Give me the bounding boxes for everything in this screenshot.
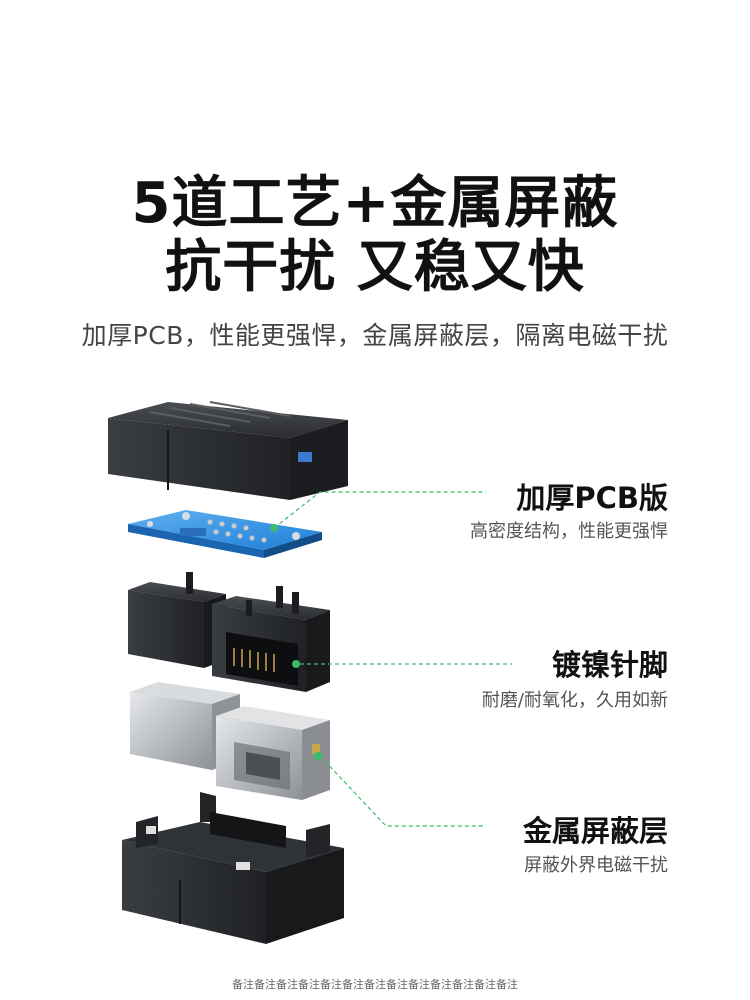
headline-line-1: 5道工艺+金属屏蔽 xyxy=(131,171,619,236)
leader-dot-pcb xyxy=(270,524,278,532)
callout-desc-shield: 屏蔽外界电磁干扰 xyxy=(524,855,668,876)
callout-desc-pins: 耐磨/耐氧化，久用如新 xyxy=(481,690,668,711)
footnote: 备注备注备注备注备注备注备注备注备注备注备注备注备注 xyxy=(232,978,518,991)
pcb-board xyxy=(128,510,322,558)
subtitle: 加厚PCB，性能更强悍，金属屏蔽层，隔离电磁干扰 xyxy=(81,321,669,350)
rj45-jacks-dark xyxy=(128,572,330,692)
leader-line-shield xyxy=(319,755,486,827)
callout-title-shield: 金属屏蔽层 xyxy=(522,814,668,848)
top-housing-cap xyxy=(108,401,348,500)
bottom-housing xyxy=(122,792,344,944)
headline-line-2: 抗干扰 又稳又快 xyxy=(165,235,585,300)
callout-title-pcb: 加厚PCB版 xyxy=(516,481,668,515)
metal-shields xyxy=(130,682,330,800)
callout-title-pins: 镀镍针脚 xyxy=(551,648,668,682)
callout-desc-pcb: 高密度结构，性能更强悍 xyxy=(470,521,668,542)
callout-leader-lines xyxy=(273,491,512,827)
leader-line-pcb xyxy=(273,491,486,529)
leader-dot-shield xyxy=(314,752,322,760)
leader-dot-pins xyxy=(292,660,300,668)
